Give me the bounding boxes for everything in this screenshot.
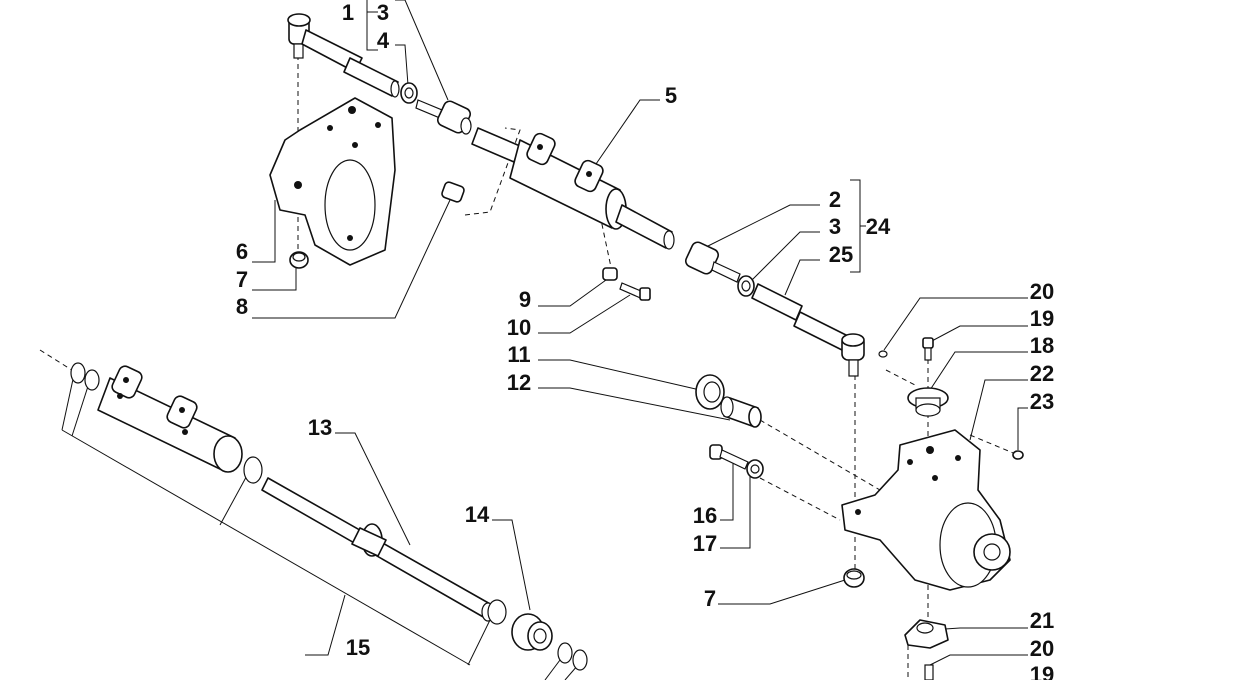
o-ring-mid	[243, 456, 263, 484]
callout-15: 15	[346, 635, 370, 660]
callout-14: 14	[465, 502, 490, 527]
callout-4: 4	[377, 28, 390, 53]
callout-16: 16	[693, 503, 717, 528]
callout-13: 13	[308, 415, 332, 440]
callout-6: 6	[236, 239, 248, 264]
callout-19: 19	[1030, 306, 1054, 331]
callout-1: 1	[342, 0, 354, 25]
o-rings-right	[557, 642, 588, 671]
grease-fitting	[441, 181, 465, 203]
seal-ring	[695, 374, 725, 410]
plug-lower	[843, 568, 865, 588]
cylinder-body-lower	[97, 365, 243, 473]
o-rings-left	[70, 362, 100, 391]
screw-upper	[922, 337, 934, 361]
tie-rod-end-left	[287, 13, 363, 73]
callout-11: 11	[507, 342, 530, 367]
inner-joint-lower	[684, 241, 741, 283]
callout-18: 18	[1030, 333, 1054, 358]
callout-2: 2	[829, 187, 841, 212]
callout-3: 3	[377, 0, 389, 25]
callout-21: 21	[1030, 608, 1054, 633]
plug-upper	[289, 251, 309, 269]
bushing	[720, 396, 762, 428]
lock-nut-upper	[400, 82, 418, 104]
callout-12: 12	[507, 370, 531, 395]
callout-5: 5	[665, 83, 677, 108]
callout-3b: 3	[829, 214, 841, 239]
callout-labels: 1 3 4 5 2 3 24 25 6 7 8 9 10 11 12 13 14…	[236, 0, 1054, 680]
callout-24: 24	[866, 214, 891, 239]
callout-23: 23	[1030, 389, 1054, 414]
steering-cylinder	[471, 127, 675, 250]
callout-7b: 7	[704, 586, 716, 611]
callout-20: 20	[1030, 279, 1054, 304]
o-ring-upper	[878, 350, 888, 358]
tie-rod-tube-upper	[343, 57, 400, 98]
callout-17: 17	[693, 531, 717, 556]
piston-nut	[511, 613, 553, 651]
grease-fitting-right	[1012, 450, 1024, 460]
kingpin-cap-upper	[907, 387, 949, 417]
washer-and-bolt	[602, 267, 651, 301]
callout-22: 22	[1030, 361, 1054, 386]
inner-joint-upper	[415, 99, 472, 135]
steering-knuckle-right	[841, 429, 1011, 591]
callout-7: 7	[236, 267, 248, 292]
leader-lines	[61, 0, 1028, 680]
tie-rod-end-right	[841, 333, 865, 377]
o-ring-rod	[487, 599, 507, 625]
piston-rod	[261, 477, 495, 622]
callout-25: 25	[829, 242, 853, 267]
lock-nut-lower	[737, 275, 755, 297]
callout-8: 8	[236, 294, 248, 319]
callout-20b: 20	[1030, 636, 1054, 661]
callout-10: 10	[507, 315, 531, 340]
steering-knuckle-left	[269, 97, 396, 266]
screw-lower	[924, 664, 934, 680]
callout-19b: 19	[1030, 662, 1054, 680]
callout-9: 9	[519, 287, 531, 312]
bolt-and-nut	[709, 444, 764, 479]
tie-rod-tube-lower	[751, 283, 849, 351]
kingpin-cap-lower	[904, 619, 949, 649]
